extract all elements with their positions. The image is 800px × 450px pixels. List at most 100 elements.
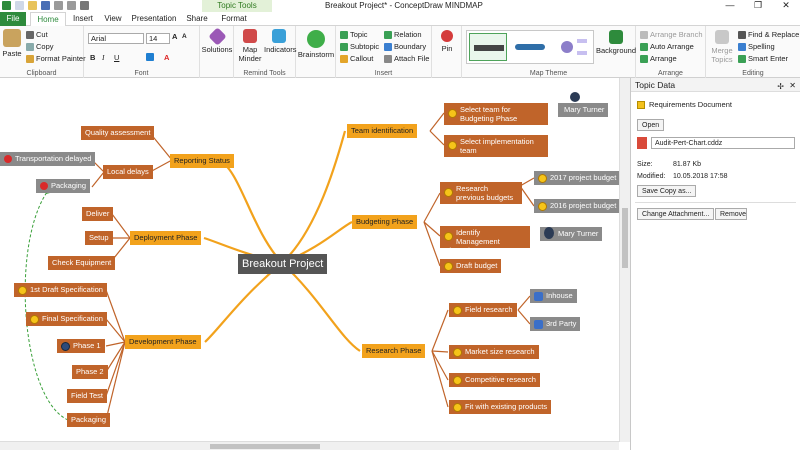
- topic-transportation-delayed[interactable]: Transportation delayed: [0, 152, 96, 166]
- font-size-select[interactable]: 14: [146, 33, 170, 44]
- bold-button[interactable]: B: [90, 53, 96, 62]
- topic-final-spec[interactable]: Final Specification: [26, 312, 107, 326]
- attach-file-button[interactable]: Attach File: [384, 54, 429, 63]
- copy-button[interactable]: Copy: [26, 42, 54, 51]
- font-color-button[interactable]: A: [164, 53, 170, 62]
- arrange-button[interactable]: Arrange: [640, 54, 677, 63]
- tab-home[interactable]: Home: [30, 12, 66, 26]
- callout-button[interactable]: Callout: [340, 54, 373, 63]
- subtopic-button[interactable]: Subtopic: [340, 42, 379, 51]
- topic-budgeting-phase[interactable]: Budgeting Phase: [352, 215, 418, 229]
- italic-button[interactable]: I: [102, 53, 105, 62]
- central-topic[interactable]: Breakout Project: [238, 254, 328, 274]
- topic-field-test[interactable]: Field Test: [67, 389, 107, 403]
- close-button[interactable]: ✕: [782, 0, 790, 10]
- solutions-button[interactable]: Solutions: [200, 27, 234, 54]
- tab-view[interactable]: View: [104, 14, 122, 23]
- topic-field-research[interactable]: Field research: [449, 303, 517, 317]
- vertical-scrollbar[interactable]: [619, 78, 630, 442]
- tab-share[interactable]: Share: [186, 14, 208, 23]
- topic-select-team-budgeting[interactable]: Select team for Budgeting Phase: [444, 103, 548, 125]
- open-icon[interactable]: [28, 1, 37, 10]
- redo-icon[interactable]: [67, 1, 76, 10]
- resource-mary-turner-1[interactable]: Mary Turner: [558, 103, 609, 117]
- boundary-button[interactable]: Boundary: [384, 42, 426, 51]
- grow-font-button[interactable]: A: [172, 32, 178, 41]
- topic-setup[interactable]: Setup: [85, 231, 113, 245]
- open-button[interactable]: Open: [637, 119, 665, 131]
- tab-insert[interactable]: Insert: [72, 14, 93, 23]
- format-painter-button[interactable]: Format Painter: [26, 54, 86, 63]
- topic-team-identification[interactable]: Team identification: [347, 124, 418, 138]
- shrink-font-button[interactable]: A: [182, 33, 187, 40]
- underline-button[interactable]: U: [114, 53, 120, 62]
- change-attachment-button[interactable]: Change Attachment...: [637, 208, 715, 220]
- tab-format[interactable]: Format: [221, 14, 247, 23]
- maximize-button[interactable]: ❐: [753, 0, 763, 10]
- find-replace-button[interactable]: Find & Replace: [738, 30, 799, 39]
- undo-icon[interactable]: [54, 1, 63, 10]
- topic-development-phase[interactable]: Development Phase: [125, 335, 201, 349]
- topic-quality-assessment[interactable]: Quality assessment: [81, 126, 155, 140]
- pin-button[interactable]: Pin: [432, 30, 462, 53]
- save-icon[interactable]: [41, 1, 50, 10]
- tab-file[interactable]: File: [0, 12, 26, 26]
- topic-2016-budget[interactable]: 2016 project budget: [534, 199, 621, 213]
- panel-pin-icon[interactable]: ✢: [777, 82, 784, 91]
- topic-reporting-status[interactable]: Reporting Status: [170, 154, 234, 168]
- new-icon[interactable]: [15, 1, 24, 10]
- topic-draft-budget[interactable]: Draft budget: [440, 259, 502, 273]
- topic-phase-1[interactable]: Phase 1: [57, 339, 105, 353]
- arrange-branch-button[interactable]: Arrange Branch: [640, 30, 703, 39]
- topic-deliver[interactable]: Deliver: [82, 207, 114, 221]
- theme-thumb-3[interactable]: [553, 33, 591, 61]
- auto-arrange-button[interactable]: Auto Arrange: [640, 42, 694, 51]
- panel-close-icon[interactable]: ✕: [789, 81, 796, 90]
- topic-1st-draft-spec[interactable]: 1st Draft Specification: [14, 283, 107, 297]
- topic-fit-existing-products[interactable]: Fit with existing products: [449, 400, 552, 414]
- brainstorm-button[interactable]: Brainstorm: [296, 30, 336, 59]
- mindmap-canvas[interactable]: Breakout Project Reporting Status Qualit…: [0, 78, 630, 450]
- topic-market-size-research[interactable]: Market size research: [449, 345, 539, 359]
- topic-research-phase[interactable]: Research Phase: [362, 344, 426, 358]
- topic-3rd-party[interactable]: 3rd Party: [530, 317, 581, 331]
- topic-inhouse[interactable]: Inhouse: [530, 289, 577, 303]
- topic-research-previous-budgets[interactable]: Research previous budgets: [440, 182, 522, 204]
- topic-competitive-research[interactable]: Competitive research: [449, 373, 540, 387]
- topic-deployment-phase[interactable]: Deployment Phase: [130, 231, 202, 245]
- background-button[interactable]: Background: [596, 30, 636, 55]
- fill-color-button[interactable]: [146, 53, 154, 61]
- topic-2017-budget[interactable]: 2017 project budget: [534, 171, 621, 185]
- save-copy-button[interactable]: Save Copy as...: [637, 185, 697, 197]
- minimize-button[interactable]: —: [725, 0, 735, 10]
- theme-thumb-1[interactable]: [469, 33, 507, 61]
- vertical-scroll-thumb[interactable]: [622, 208, 628, 268]
- relation-button[interactable]: Relation: [384, 30, 422, 39]
- smart-enter-button[interactable]: Smart Enter: [738, 54, 788, 63]
- file-name-field[interactable]: Audit-Pert-Chart.cddz: [651, 137, 795, 149]
- panel-divider: [635, 202, 796, 203]
- resource-mary-turner-2[interactable]: Mary Turner: [540, 227, 603, 241]
- horizontal-scroll-thumb[interactable]: [210, 444, 320, 449]
- map-minder-button[interactable]: Map Minder: [236, 29, 264, 63]
- topic-packaging[interactable]: Packaging: [67, 413, 111, 427]
- topic-check-equipment[interactable]: Check Equipment: [48, 256, 116, 270]
- tab-presentation[interactable]: Presentation: [131, 14, 177, 23]
- spelling-button[interactable]: Spelling: [738, 42, 775, 51]
- cut-button[interactable]: Cut: [26, 30, 48, 39]
- horizontal-scrollbar[interactable]: [0, 441, 619, 450]
- indicators-button[interactable]: Indicators: [264, 29, 297, 54]
- print-icon[interactable]: [80, 1, 89, 10]
- theme-thumb-2[interactable]: [511, 33, 549, 61]
- theme-gallery[interactable]: [466, 30, 594, 64]
- paste-button[interactable]: Paste: [2, 29, 22, 58]
- topic-packaging-top[interactable]: Packaging: [36, 179, 91, 193]
- font-family-select[interactable]: Arial: [88, 33, 144, 44]
- topic-button[interactable]: Topic: [340, 30, 368, 39]
- topic-identify-champion[interactable]: Identify Management Champion: [440, 226, 530, 255]
- remove-button[interactable]: Remove: [715, 208, 747, 220]
- topic-phase-2[interactable]: Phase 2: [72, 365, 108, 379]
- merge-topics-button[interactable]: Merge Topics: [708, 30, 736, 64]
- topic-local-delays[interactable]: Local delays: [103, 165, 153, 179]
- topic-select-implementation-team[interactable]: Select implementation team: [444, 135, 548, 157]
